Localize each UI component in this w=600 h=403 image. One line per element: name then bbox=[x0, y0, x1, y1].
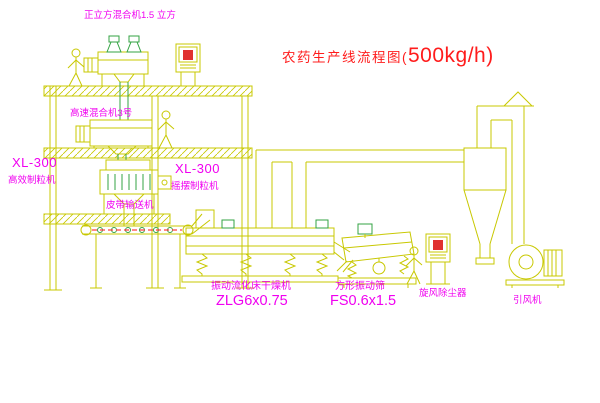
label-cyclone: 旋风除尘器 bbox=[419, 288, 467, 299]
label-screen-name: 方形振动筛 bbox=[335, 281, 385, 292]
induced-draft-fan bbox=[505, 244, 565, 288]
label-belt-conveyor: 皮带输送机 bbox=[106, 200, 154, 211]
fluid-bed-dryer bbox=[181, 209, 351, 283]
label-high-speed-mixer: 高速混合机3号 bbox=[70, 108, 133, 119]
building-structure bbox=[43, 85, 254, 291]
vibrating-screen bbox=[336, 223, 417, 288]
control-cabinet-upper bbox=[175, 43, 201, 87]
label-granulator-left-model: XL-300 bbox=[12, 155, 57, 170]
control-cabinet-lower bbox=[425, 233, 451, 285]
cyclone-separator bbox=[463, 105, 524, 265]
diagram-title-text: 农药生产线流程图( bbox=[282, 50, 408, 65]
granulator bbox=[99, 159, 172, 226]
belt-conveyor bbox=[80, 213, 211, 289]
worker-figure-floor bbox=[157, 110, 175, 149]
label-screen-model: FS0.6x1.5 bbox=[330, 293, 397, 309]
diagram-title: 农药生产线流程图( 500kg/h) bbox=[282, 44, 494, 68]
diagram-title-capacity: 500kg/h) bbox=[408, 44, 494, 67]
label-granulator-left-name: 高效制粒机 bbox=[8, 175, 56, 186]
label-granulator-mid-name: 摇摆制粒机 bbox=[171, 181, 219, 192]
exhaust-stack bbox=[502, 91, 534, 244]
high-speed-mixer bbox=[75, 119, 153, 160]
worker-figure-roof bbox=[67, 48, 85, 87]
label-cube-mixer: 正立方混合机1.5 立方 bbox=[84, 10, 176, 21]
label-fan: 引风机 bbox=[513, 295, 542, 306]
label-granulator-mid-model: XL-300 bbox=[175, 161, 220, 176]
label-dryer-name: 振动流化床干燥机 bbox=[211, 281, 291, 292]
cube-mixer bbox=[83, 35, 149, 120]
label-dryer-model: ZLG6x0.75 bbox=[216, 293, 288, 309]
exhaust-duct bbox=[255, 149, 464, 228]
